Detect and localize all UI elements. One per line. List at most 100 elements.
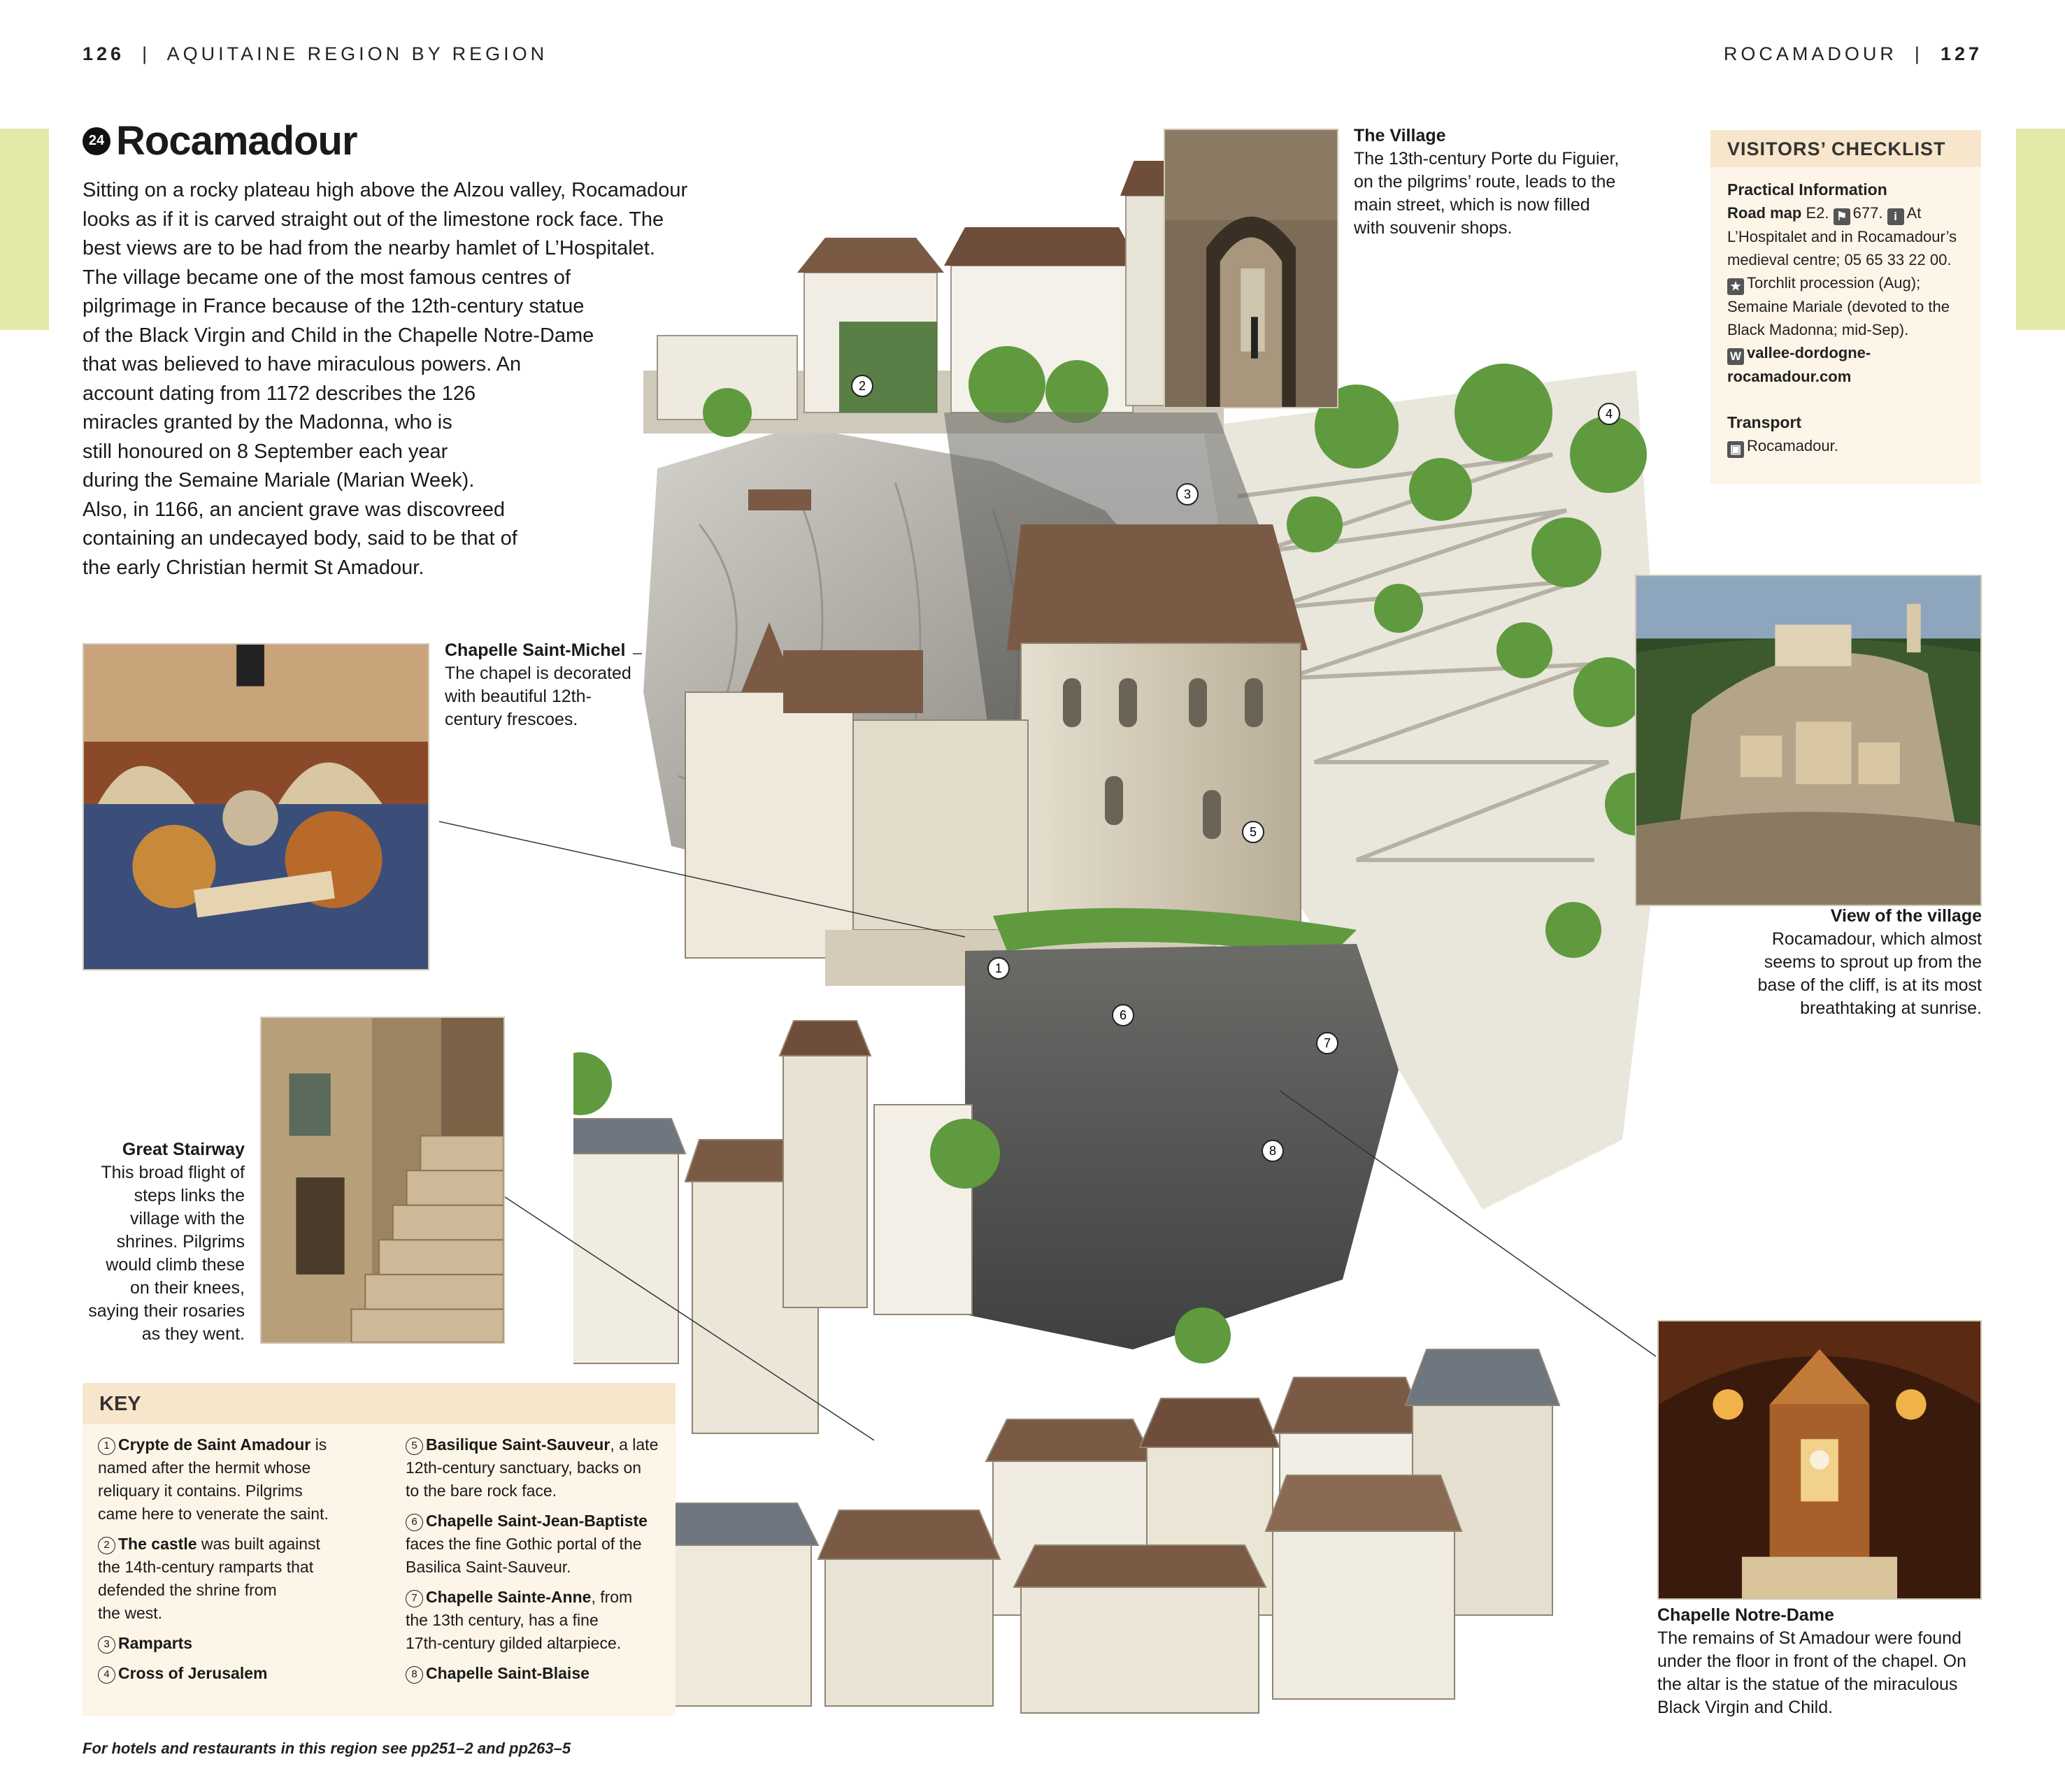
marker-label-2: 2 xyxy=(859,379,866,393)
notre-dame-altar-photo xyxy=(1657,1320,1982,1600)
transport-heading: Transport xyxy=(1727,413,1802,431)
marker-1: 1 xyxy=(987,957,1010,980)
intro-line: still honoured on 8 September each year xyxy=(83,440,448,463)
intro-line: containing an undecayed body, said to be… xyxy=(83,527,517,550)
caption-line: steps links the xyxy=(134,1186,245,1205)
intro-line: during the Semaine Mariale (Marian Week)… xyxy=(83,469,475,492)
caption-line: as they went. xyxy=(141,1324,245,1344)
key-number-badge: 3 xyxy=(98,1636,115,1654)
marker-label-5: 5 xyxy=(1250,825,1257,839)
events-line: Semaine Mariale (devoted to the xyxy=(1727,298,1950,315)
right-page-number: 127 xyxy=(1940,43,1982,64)
notre-dame-caption: Chapelle Notre-Dame The remains of St Am… xyxy=(1657,1604,1986,1719)
transport-line: ▣Rocamadour. xyxy=(1727,434,1973,458)
caption-line: Black Virgin and Child. xyxy=(1657,1698,1834,1717)
caption-line: would climb these xyxy=(106,1255,245,1275)
caption-line: shrines. Pilgrims xyxy=(116,1232,245,1252)
checklist-heading: VISITORS’ CHECKLIST xyxy=(1710,130,1981,167)
village-gate-photo xyxy=(1164,129,1338,408)
intro-line: of the Black Virgin and Child in the Cha… xyxy=(83,324,594,347)
bus-icon: ▣ xyxy=(1727,441,1744,458)
right-running-header: ROCAMADOUR | 127 xyxy=(1723,43,1982,64)
practical-info-heading: Practical Information xyxy=(1727,180,1887,199)
intro-line: The village became one of the most famou… xyxy=(83,266,571,289)
marker-6: 6 xyxy=(1112,1004,1134,1026)
key-heading: KEY xyxy=(83,1383,676,1424)
article-title-text: Rocamadour xyxy=(116,118,358,164)
caption-line: on the pilgrims’ route, leads to the xyxy=(1354,172,1616,192)
caption-line: under the floor in front of the chapel. … xyxy=(1657,1651,1966,1671)
intro-line: the early Christian hermit St Amadour. xyxy=(83,556,424,579)
rocamadour-cutaway-illustration: 2 3 4 5 1 6 7 8 xyxy=(573,161,1668,1714)
caption-line: with beautiful 12th- xyxy=(445,687,592,706)
key-number-badge: 5 xyxy=(406,1438,423,1455)
key-number-badge: 2 xyxy=(98,1537,115,1554)
saint-michel-caption: Chapelle Saint-Michel The chapel is deco… xyxy=(445,639,669,731)
caption-line: century frescoes. xyxy=(445,710,578,729)
visitors-checklist: VISITORS’ CHECKLIST Practical Informatio… xyxy=(1710,130,1981,484)
intro-line: pilgrimage in France because of the 12th… xyxy=(83,295,585,317)
marker-2: 2 xyxy=(851,375,873,397)
events-icon: ★ xyxy=(1727,278,1744,295)
marker-8: 8 xyxy=(1262,1140,1284,1162)
left-section-title: AQUITAINE REGION BY REGION xyxy=(166,43,548,64)
info-icon: i xyxy=(1887,208,1904,225)
marker-7: 7 xyxy=(1316,1032,1338,1054)
article-number-badge: 24 xyxy=(83,127,110,155)
notre-dame-caption-title: Chapelle Notre-Dame xyxy=(1657,1605,1834,1625)
marker-5: 5 xyxy=(1242,821,1264,843)
marker-label-6: 6 xyxy=(1120,1008,1127,1022)
key-number-badge: 1 xyxy=(98,1438,115,1455)
caption-line: The chapel is decorated xyxy=(445,664,631,683)
key-number-badge: 7 xyxy=(406,1590,423,1607)
saint-michel-fresco-photo xyxy=(83,643,429,970)
caption-line: with souvenir shops. xyxy=(1354,218,1513,238)
village-view-caption: View of the village Rocamadour, which al… xyxy=(1671,905,1982,1020)
caption-line: This broad flight of xyxy=(101,1163,245,1182)
intro-line: account dating from 1172 describes the 1… xyxy=(83,382,476,405)
website-icon: W xyxy=(1727,348,1744,365)
caption-line: The 13th-century Porte du Figuier, xyxy=(1354,149,1620,169)
info-line: medieval centre; 05 65 33 22 00. xyxy=(1727,251,1952,268)
right-region-tab xyxy=(2016,129,2065,330)
key-number-badge: 8 xyxy=(406,1666,423,1684)
village-caption-title: The Village xyxy=(1354,126,1446,145)
intro-line: miracles granted by the Madonna, who is xyxy=(83,411,452,433)
caption-line: Rocamadour, which almost xyxy=(1771,929,1982,949)
intro-line: Sitting on a rocky plateau high above th… xyxy=(83,179,688,201)
caption-line: saying their rosaries xyxy=(88,1301,245,1321)
marker-3: 3 xyxy=(1176,483,1199,506)
caption-line: breathtaking at sunrise. xyxy=(1800,998,1982,1018)
caption-line: the altar is the statue of the miraculou… xyxy=(1657,1675,1958,1694)
marker-label-1: 1 xyxy=(995,961,1002,975)
caption-line: The remains of St Amadour were found xyxy=(1657,1628,1962,1648)
village-view-caption-title: View of the village xyxy=(1830,906,1982,926)
caption-line: on their knees, xyxy=(130,1278,245,1298)
marker-label-4: 4 xyxy=(1606,407,1613,421)
article-title: 24 Rocamadour xyxy=(83,117,358,164)
events-line: ★Torchlit procession (Aug); xyxy=(1727,271,1973,295)
key-number-badge: 4 xyxy=(98,1666,115,1684)
village-view-photo xyxy=(1635,575,1982,906)
left-region-tab xyxy=(0,129,49,330)
great-stairway-photo xyxy=(260,1017,505,1344)
website-link-cont[interactable]: rocamadour.com xyxy=(1727,368,1852,385)
village-caption: The Village The 13th-century Porte du Fi… xyxy=(1354,124,1648,240)
right-section-title: ROCAMADOUR xyxy=(1723,43,1897,64)
intro-line: Also, in 1166, an ancient grave was disc… xyxy=(83,498,505,521)
population-icon: ⚑ xyxy=(1833,208,1850,225)
intro-paragraph: Sitting on a rocky plateau high above th… xyxy=(83,176,726,582)
marker-label-3: 3 xyxy=(1184,487,1191,501)
caption-line: seems to sprout up from the xyxy=(1764,952,1982,972)
key-number-badge: 6 xyxy=(406,1514,423,1531)
